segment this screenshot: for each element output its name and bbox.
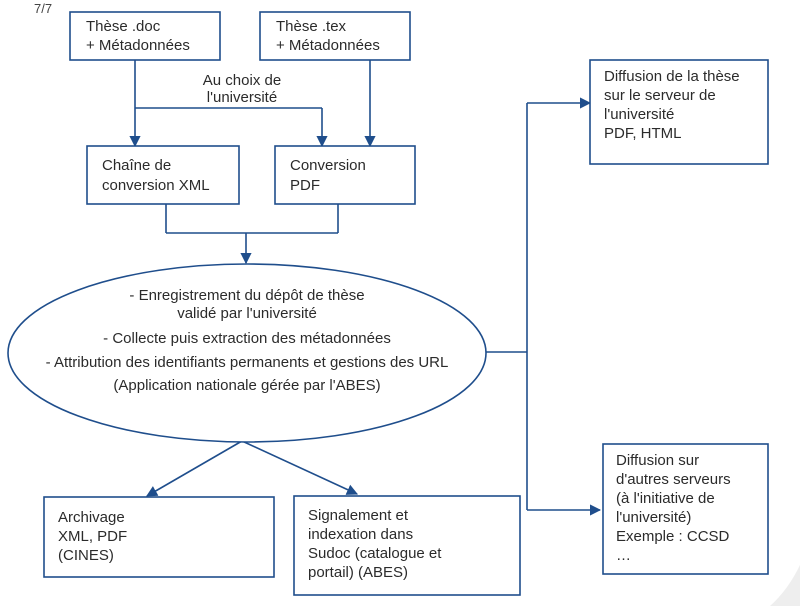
central-process: - Enregistrement du dépôt de thèse valid… xyxy=(7,263,487,443)
box-diffusion-autres: Diffusion sur d'autres serveurs (à l'ini… xyxy=(602,443,769,575)
signalement-line-4: portail) (ABES) xyxy=(308,564,408,581)
connector-to-signalement xyxy=(241,440,359,495)
diffusion-autres-line-3: (à l'initiative de xyxy=(616,490,715,507)
box-signalement: Signalement et indexation dans Sudoc (ca… xyxy=(293,495,521,596)
box-these-doc: Thèse .doc + Métadonnées xyxy=(69,11,221,61)
label-choix-universite: Au choix de l'université xyxy=(203,72,281,106)
box-diffusion-serveur: Diffusion de la thèse sur le serveur de … xyxy=(589,59,769,165)
archivage-line-2: XML, PDF xyxy=(58,528,127,545)
central-line-2: validé par l'université xyxy=(177,305,317,322)
diffusion-serveur-line-2: sur le serveur de xyxy=(604,87,716,104)
these-doc-line-1: Thèse .doc xyxy=(86,18,161,35)
box-conversion-pdf: Conversion PDF xyxy=(274,145,416,205)
conversion-line-1: Conversion xyxy=(290,157,366,174)
diffusion-serveur-line-4: PDF, HTML xyxy=(604,125,682,142)
diffusion-autres-line-2: d'autres serveurs xyxy=(616,471,731,488)
page-curl-shadow xyxy=(770,565,800,606)
these-tex-line-1: Thèse .tex xyxy=(276,18,347,35)
box-chaine-xml: Chaîne de conversion XML xyxy=(86,145,240,205)
these-tex-line-2: + Métadonnées xyxy=(276,37,380,54)
chaine-line-2: conversion XML xyxy=(102,177,210,194)
central-line-3: - Collecte puis extraction des métadonné… xyxy=(103,330,391,347)
these-doc-line-2: + Métadonnées xyxy=(86,37,190,54)
archivage-line-1: Archivage xyxy=(58,509,125,526)
signalement-line-2: indexation dans xyxy=(308,526,413,543)
central-line-1: - Enregistrement du dépôt de thèse xyxy=(129,287,364,304)
diffusion-autres-line-1: Diffusion sur xyxy=(616,452,699,469)
diffusion-autres-line-5: Exemple : CCSD xyxy=(616,528,730,545)
connector-to-archivage xyxy=(146,440,243,497)
connectors xyxy=(129,60,602,516)
diffusion-autres-line-6: … xyxy=(616,547,631,564)
page-number: 7/7 xyxy=(34,1,52,16)
choix-line-1: Au choix de xyxy=(203,72,281,89)
central-line-5: (Application nationale gérée par l'ABES) xyxy=(113,377,380,394)
choix-line-2: l'université xyxy=(207,89,277,106)
diffusion-autres-line-4: l'université) xyxy=(616,509,691,526)
central-line-4: - Attribution des identifiants permanent… xyxy=(46,354,449,371)
chaine-line-1: Chaîne de xyxy=(102,157,171,174)
diffusion-serveur-line-3: l'université xyxy=(604,106,674,123)
box-these-tex: Thèse .tex + Métadonnées xyxy=(259,11,411,61)
diffusion-serveur-line-1: Diffusion de la thèse xyxy=(604,68,740,85)
signalement-line-1: Signalement et xyxy=(308,507,409,524)
conversion-line-2: PDF xyxy=(290,177,320,194)
signalement-line-3: Sudoc (catalogue et xyxy=(308,545,442,562)
archivage-line-3: (CINES) xyxy=(58,547,114,564)
box-archivage: Archivage XML, PDF (CINES) xyxy=(43,496,275,578)
